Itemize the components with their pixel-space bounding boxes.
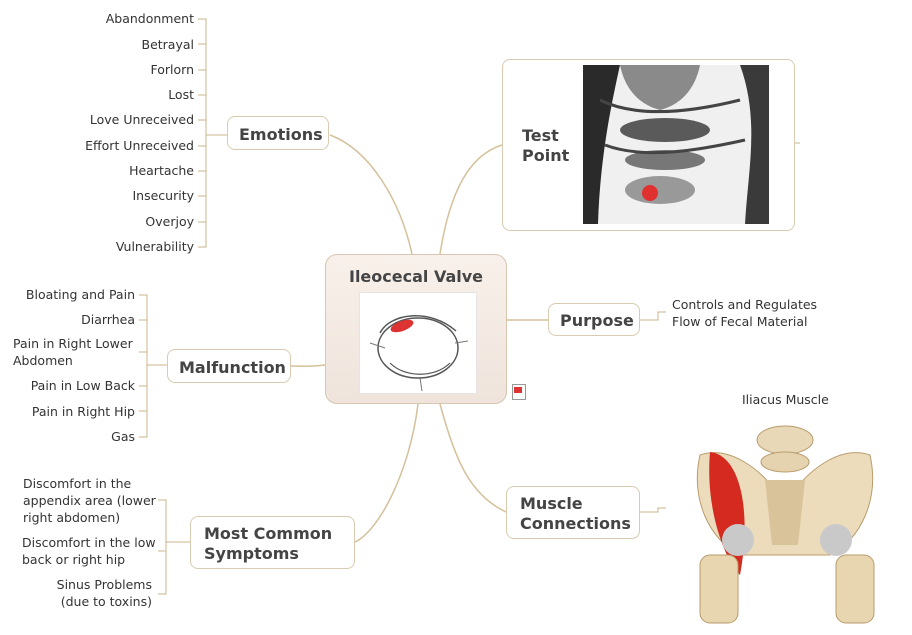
malfunction-item-line: Pain in Right Lower bbox=[13, 336, 133, 351]
topic-muscle-connections[interactable]: Muscle Connections bbox=[506, 486, 640, 539]
topic-purpose-label: Purpose bbox=[560, 311, 634, 330]
symptom-item-line: appendix area (lower bbox=[23, 493, 156, 508]
branch-lines bbox=[290, 134, 548, 543]
central-topic-title: Ileocecal Valve bbox=[348, 267, 484, 286]
topic-test-point-line2: Point bbox=[522, 146, 570, 165]
symptom-item[interactable]: Discomfort in the low back or right hip bbox=[22, 534, 156, 568]
purpose-item[interactable]: Controls and Regulates Flow of Fecal Mat… bbox=[672, 296, 817, 330]
topic-muscle-line1: Muscle bbox=[520, 494, 583, 513]
malfunction-item[interactable]: Pain in Right Lower Abdomen bbox=[13, 335, 133, 369]
symptom-item-line: right abdomen) bbox=[23, 510, 121, 525]
topic-malfunction[interactable]: Malfunction bbox=[167, 349, 291, 383]
malfunction-item-line: Abdomen bbox=[13, 353, 73, 368]
pelvis-iliacus-image bbox=[696, 425, 875, 624]
emotion-item[interactable]: Lost bbox=[168, 87, 194, 102]
topic-test-point-line1: Test bbox=[522, 126, 559, 145]
malfunction-item[interactable]: Bloating and Pain bbox=[25, 287, 135, 302]
bracket-lines bbox=[139, 18, 800, 595]
malfunction-item[interactable]: Pain in Low Back bbox=[30, 378, 135, 393]
topic-muscle-line2: Connections bbox=[520, 514, 631, 533]
intestine-illustration-icon bbox=[359, 292, 477, 394]
emotion-item[interactable]: Forlorn bbox=[150, 62, 195, 77]
emotion-item[interactable]: Effort Unreceived bbox=[85, 138, 194, 153]
malfunction-item[interactable]: Pain in Right Hip bbox=[31, 404, 135, 419]
topic-test-point[interactable]: Test Point bbox=[502, 59, 795, 231]
symptom-item-line: back or right hip bbox=[22, 552, 126, 567]
emotion-item[interactable]: Love Unreceived bbox=[89, 112, 194, 127]
topic-symptoms-line1: Most Common bbox=[204, 524, 333, 543]
emotion-item[interactable]: Heartache bbox=[129, 163, 194, 178]
purpose-item-line: Controls and Regulates bbox=[672, 297, 818, 312]
torso-sketch-image bbox=[583, 65, 769, 224]
central-topic[interactable]: Ileocecal Valve bbox=[325, 254, 507, 404]
symptom-item-line: (due to toxins) bbox=[60, 594, 152, 609]
test-point-dot bbox=[642, 185, 658, 201]
topic-malfunction-label: Malfunction bbox=[179, 358, 286, 377]
symptom-item-line: Discomfort in the low bbox=[22, 535, 156, 550]
malfunction-item[interactable]: Diarrhea bbox=[81, 312, 135, 327]
iliacus-muscle-label: Iliacus Muscle bbox=[742, 392, 829, 407]
symptom-item-line: Sinus Problems bbox=[56, 577, 152, 592]
emotion-item[interactable]: Vulnerability bbox=[115, 239, 194, 254]
attachment-icon[interactable] bbox=[512, 384, 526, 400]
topic-most-common-symptoms[interactable]: Most Common Symptoms bbox=[190, 516, 355, 569]
topic-emotions-label: Emotions bbox=[239, 125, 323, 144]
topic-purpose[interactable]: Purpose bbox=[548, 303, 640, 336]
topic-symptoms-line2: Symptoms bbox=[204, 544, 299, 563]
emotion-item[interactable]: Insecurity bbox=[132, 188, 194, 203]
symptom-item[interactable]: Sinus Problems (due to toxins) bbox=[57, 576, 152, 610]
topic-emotions[interactable]: Emotions bbox=[227, 116, 329, 150]
purpose-item-line: Flow of Fecal Material bbox=[672, 314, 808, 329]
emotion-item[interactable]: Abandonment bbox=[105, 11, 194, 26]
symptom-item-line: Discomfort in the bbox=[23, 476, 132, 491]
emotion-item[interactable]: Overjoy bbox=[145, 214, 194, 229]
symptom-item[interactable]: Discomfort in the appendix area (lower r… bbox=[23, 475, 156, 526]
malfunction-item[interactable]: Gas bbox=[111, 429, 135, 444]
emotion-item[interactable]: Betrayal bbox=[141, 37, 195, 52]
